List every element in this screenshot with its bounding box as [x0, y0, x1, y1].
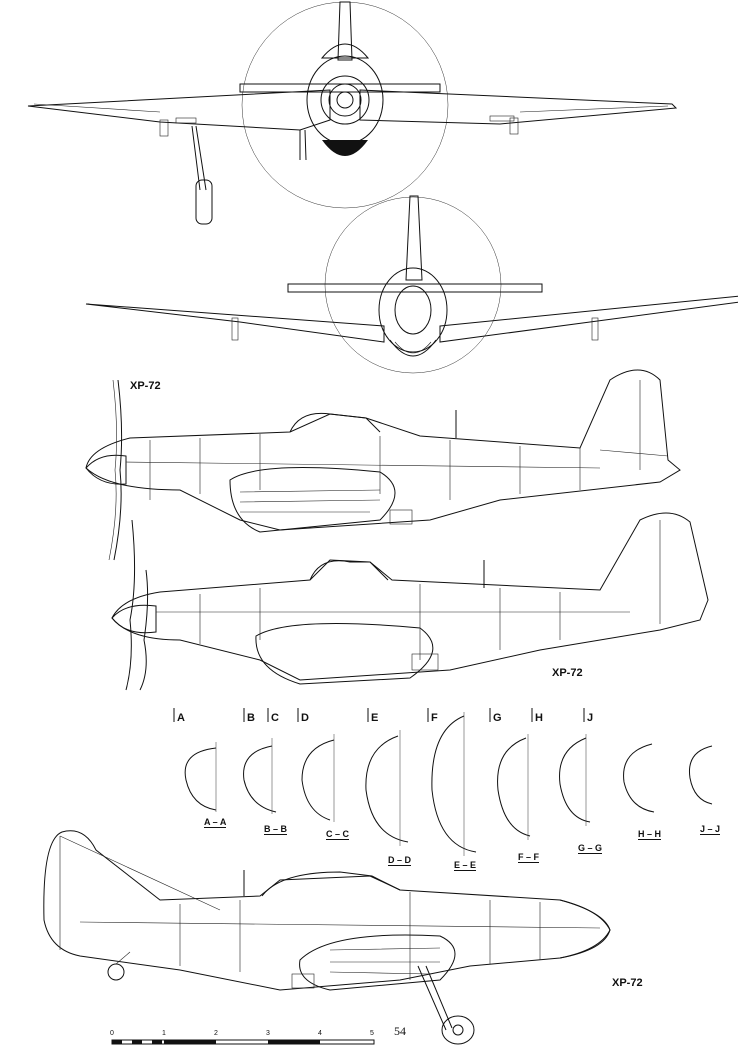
scale-tick-3: 3 [266, 1030, 270, 1037]
section-marker-g: G [493, 712, 502, 724]
section-caption-h: H – H [638, 829, 662, 840]
page-number: 54 [394, 1024, 406, 1038]
section-caption-b: B – B [264, 824, 288, 835]
scale-tick-1: 1 [162, 1030, 166, 1037]
side-view-2-label: XP-72 [552, 667, 583, 679]
section-caption-d: D – D [388, 855, 412, 866]
scale-tick-5: 5 [370, 1030, 374, 1037]
section-marker-h: H [535, 712, 543, 724]
front-view-upper [27, 1, 678, 225]
section-marker-a: A [177, 712, 185, 724]
side-view-1-label: XP-72 [130, 380, 161, 392]
section-caption-f: F – F [518, 852, 540, 863]
scale-tick-2: 2 [214, 1030, 218, 1037]
side-view-2 [111, 512, 709, 691]
section-marker-c: C [271, 712, 279, 724]
sections [173, 708, 713, 856]
section-caption-j: J – J [700, 824, 721, 835]
section-marker-b: B [247, 712, 255, 724]
section-marker-d: D [301, 712, 309, 724]
section-caption-g: G – G [578, 843, 603, 854]
section-caption-a: A – A [204, 817, 227, 828]
front-view-lower [85, 195, 738, 374]
scale-tick-4: 4 [318, 1030, 322, 1037]
side-view-3 [43, 830, 611, 1045]
section-marker-e: E [371, 712, 379, 724]
scale-tick-0: 0 [110, 1030, 114, 1037]
scale-bar [111, 1039, 375, 1045]
section-caption-e: E – E [454, 860, 477, 871]
side-view-3-label: XP-72 [612, 977, 643, 989]
section-marker-f: F [431, 712, 438, 724]
section-marker-j: J [587, 712, 594, 724]
side-view-1 [85, 369, 681, 561]
section-caption-c: C – C [326, 829, 350, 840]
